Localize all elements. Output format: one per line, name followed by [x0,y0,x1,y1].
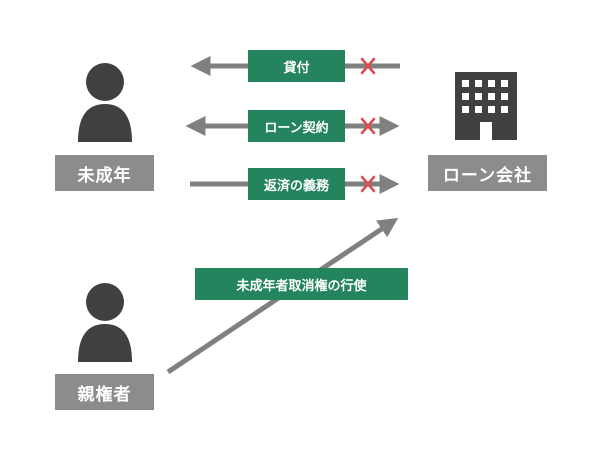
repayment-label: 返済の義務 [248,168,345,200]
person-icon [78,283,132,362]
contract-label: ローン契約 [248,110,345,142]
cancellation-label: 未成年者取消権の行使 [195,268,408,300]
loan-label: 貸付 [248,50,345,82]
building-icon [455,72,517,140]
minor-label: 未成年 [55,155,154,191]
person-icon [78,63,132,142]
cross-icon [360,117,376,135]
guardian-label: 親権者 [55,374,154,410]
cross-icon [360,175,376,193]
cross-icon [360,57,376,75]
lender-label: ローン会社 [428,155,547,191]
